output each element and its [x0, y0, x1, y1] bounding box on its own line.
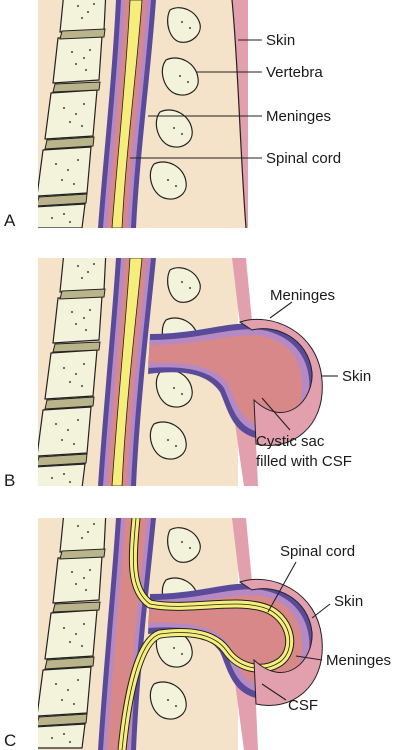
label-spinal-cord-c: Spinal cord [280, 543, 355, 560]
panel-c: Spinal cord Skin Meninges CSF C [4, 518, 391, 750]
label-vertebra-a: Vertebra [266, 64, 323, 81]
label-spinal-cord-a: Spinal cord [266, 150, 341, 167]
label-meninges-c: Meninges [326, 652, 391, 669]
label-skin-c: Skin [334, 593, 363, 610]
panel-letter-b: B [4, 471, 15, 490]
panel-letter-a: A [4, 211, 16, 230]
label-skin-b: Skin [342, 368, 371, 385]
skin-layer [232, 0, 248, 228]
label-skin-a: Skin [266, 32, 295, 49]
spinal-cord [111, 0, 143, 228]
label-csf-c: CSF [288, 697, 318, 714]
label-meninges-b: Meninges [270, 287, 335, 304]
cystic-sac [148, 335, 303, 428]
panel-letter-c: C [4, 731, 16, 750]
label-cystic-sac-line1: Cystic sac [256, 433, 325, 450]
label-meninges-a: Meninges [266, 108, 331, 125]
label-cystic-sac-line2: filled with CSF [256, 453, 352, 470]
panel-b: Meninges Skin Cystic sac filled with CSF… [4, 258, 371, 490]
panel-a: Skin Vertebra Meninges Spinal cord A [4, 0, 341, 230]
